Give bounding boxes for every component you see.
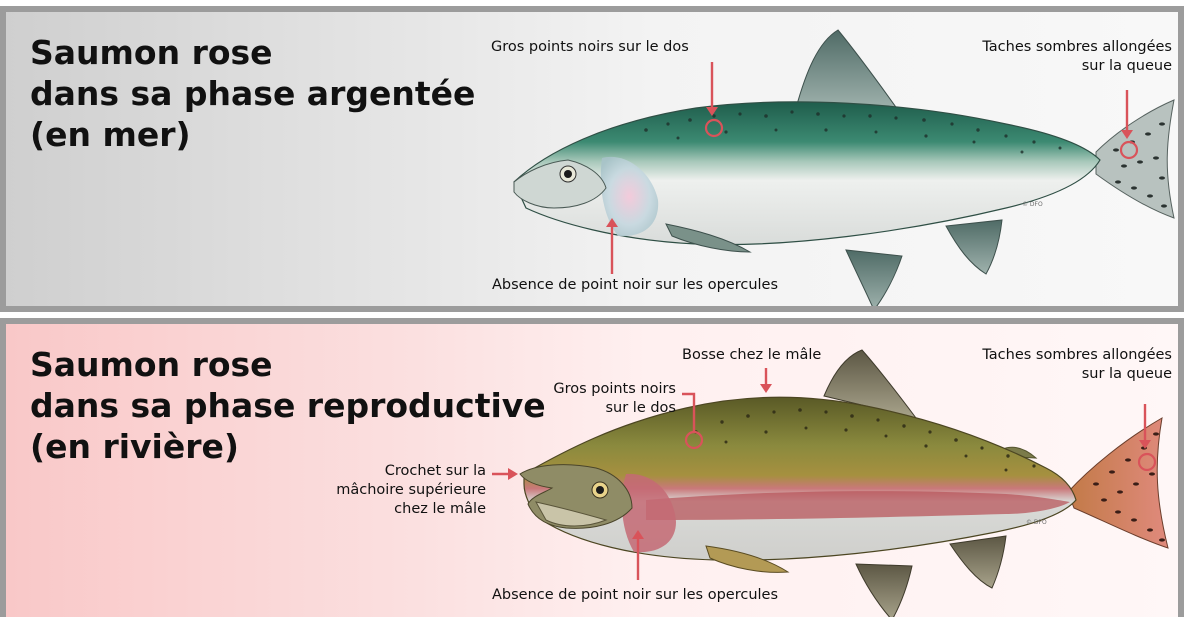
gill-cover-callout-arrowhead: [606, 218, 618, 227]
back-spots-callout-ring: [684, 430, 704, 450]
sea-back-spots-label: Gros points noirs sur le dos: [491, 39, 689, 55]
tail-spots: [1093, 432, 1165, 542]
back-spots-callout-arrowhead: [706, 107, 718, 116]
back-spots-callout-ring: [704, 118, 724, 138]
river-phase-title-line-2: dans sa phase reproductive: [30, 386, 546, 425]
river-back-spots-label-line-2: sur le dos: [605, 400, 676, 416]
pelvic-fin: [855, 563, 913, 617]
anal-fin: [949, 535, 1007, 589]
gill-cover-callout-arrowhead: [632, 530, 644, 539]
river-phase-salmon-illustration: © DFO: [492, 349, 1169, 617]
sea-phase-title-line-2: dans sa phase argentée: [30, 74, 476, 113]
tail-fin: [1095, 99, 1175, 219]
pupil: [596, 486, 604, 494]
river-gill-cover-label: Absence de point noir sur les opercules: [492, 587, 779, 603]
lower-jaw: [535, 501, 608, 527]
river-phase-title-line-1: Saumon rose: [30, 345, 273, 384]
river-back-spots-label: Gros points noirs sur le dos: [526, 380, 676, 418]
head-jaw: [513, 159, 607, 209]
sea-phase-salmon-illustration: © DFO: [513, 29, 1175, 306]
sea-phase-title-line-1: Saumon rose: [30, 33, 273, 72]
river-tail-spots-label-line-1: Taches sombres allongées: [982, 347, 1172, 363]
tail-fin: [1067, 417, 1169, 549]
gill-cover: [600, 156, 659, 237]
pectoral-fin: [705, 545, 790, 573]
river-tail-spots-label: Taches sombres allongées sur la queue: [982, 346, 1172, 384]
pelvic-fin: [845, 249, 903, 306]
tail-spots-callout-arrowhead: [1139, 440, 1151, 449]
river-hook-jaw-label-line-3: chez le mâle: [394, 501, 486, 517]
back-spots-callout-line: [682, 392, 696, 432]
lateral-band: [646, 491, 1070, 520]
pupil: [564, 170, 572, 178]
river-hook-jaw-label-line-2: mâchoire supérieure: [336, 482, 486, 498]
sea-phase-title-line-3: (en mer): [30, 115, 191, 154]
river-phase-title-line-3: (en rivière): [30, 427, 239, 466]
sea-tail-spots-label: Taches sombres allongées sur la queue: [982, 38, 1172, 76]
sea-credit: © DFO: [1022, 201, 1043, 208]
river-tail-spots-label-line-2: sur la queue: [1081, 366, 1172, 382]
river-hook-jaw-label-line-1: Crochet sur la: [384, 463, 486, 479]
pectoral-fin: [665, 223, 752, 253]
tail-spots-callout-ring: [1119, 140, 1139, 160]
gill-cover: [621, 473, 676, 553]
sea-phase-title: Saumon rose dans sa phase argentée (en m…: [30, 32, 475, 155]
hump-callout-arrowhead: [760, 384, 772, 393]
sea-tail-spots-label-line-2: sur la queue: [1081, 58, 1172, 74]
sea-gill-cover-label: Absence de point noir sur les opercules: [492, 277, 779, 293]
back-spots: [644, 110, 1062, 154]
anal-fin: [945, 219, 1003, 275]
river-phase-title: Saumon rose dans sa phase reproductive (…: [30, 344, 546, 467]
river-back-spots-label-line-1: Gros points noirs: [553, 381, 676, 397]
sea-tail-spots-label-line-1: Taches sombres allongées: [982, 39, 1172, 55]
river-hook-jaw-label: Crochet sur la mâchoire supérieure chez …: [296, 462, 486, 519]
hook-jaw-callout-arrowhead: [508, 468, 518, 480]
dorsal-fin: [823, 349, 918, 419]
tail-spots-callout-arrowhead: [1121, 130, 1133, 139]
river-phase-panel: Saumon rose dans sa phase reproductive (…: [0, 318, 1184, 617]
river-hump-label: Bosse chez le mâle: [682, 347, 822, 363]
river-credit: © DFO: [1026, 519, 1047, 526]
dorsal-fin: [795, 29, 899, 111]
tail-spots-callout-ring: [1137, 452, 1157, 472]
sea-phase-panel: Saumon rose dans sa phase argentée (en m…: [0, 6, 1184, 312]
